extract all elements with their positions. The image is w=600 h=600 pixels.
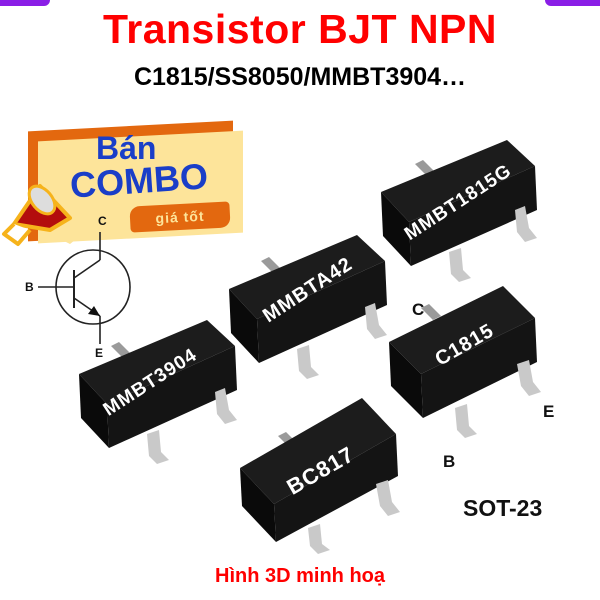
- pin-label-base: B: [443, 452, 456, 471]
- price-tag: giá tốt: [129, 201, 231, 233]
- corner-accent-right: [545, 0, 600, 6]
- chip-mmbt1815g: MMBT1815G: [375, 140, 575, 290]
- sot23-package-icon: [79, 320, 237, 464]
- package-label: SOT-23: [463, 495, 543, 521]
- promo-line-1: Bán: [96, 130, 157, 166]
- corner-accent-left: [0, 0, 50, 6]
- npn-transistor-symbol: C B E: [20, 210, 140, 360]
- symbol-collector-label: C: [98, 214, 107, 228]
- chip-mmbt3904: MMBT3904: [75, 320, 275, 470]
- sot23-package-icon: [389, 286, 541, 438]
- sot23-package-icon: [381, 140, 537, 282]
- chip-bc817: BC817: [238, 388, 438, 554]
- megaphone-icon: [2, 184, 80, 246]
- pin-label-emitter: E: [543, 402, 555, 421]
- sot23-package-icon: [240, 398, 400, 554]
- pin-label-collector: C: [412, 300, 425, 319]
- chip-mmbta42: MMBTA42: [225, 235, 425, 385]
- chip-c1815: C1815: [385, 282, 585, 442]
- symbol-base-label: B: [25, 280, 34, 294]
- symbol-emitter-label: E: [95, 346, 104, 360]
- transistor-symbol-icon: [38, 232, 131, 344]
- page-title: Transistor BJT NPN: [102, 6, 498, 52]
- page-subtitle: C1815/SS8050/MMBT3904…: [133, 63, 467, 91]
- illustration-caption: Hình 3D minh hoạ: [215, 565, 385, 587]
- combo-promo-banner: Bán COMBO giá tốt: [0, 100, 250, 250]
- sot23-package-icon: [229, 235, 387, 379]
